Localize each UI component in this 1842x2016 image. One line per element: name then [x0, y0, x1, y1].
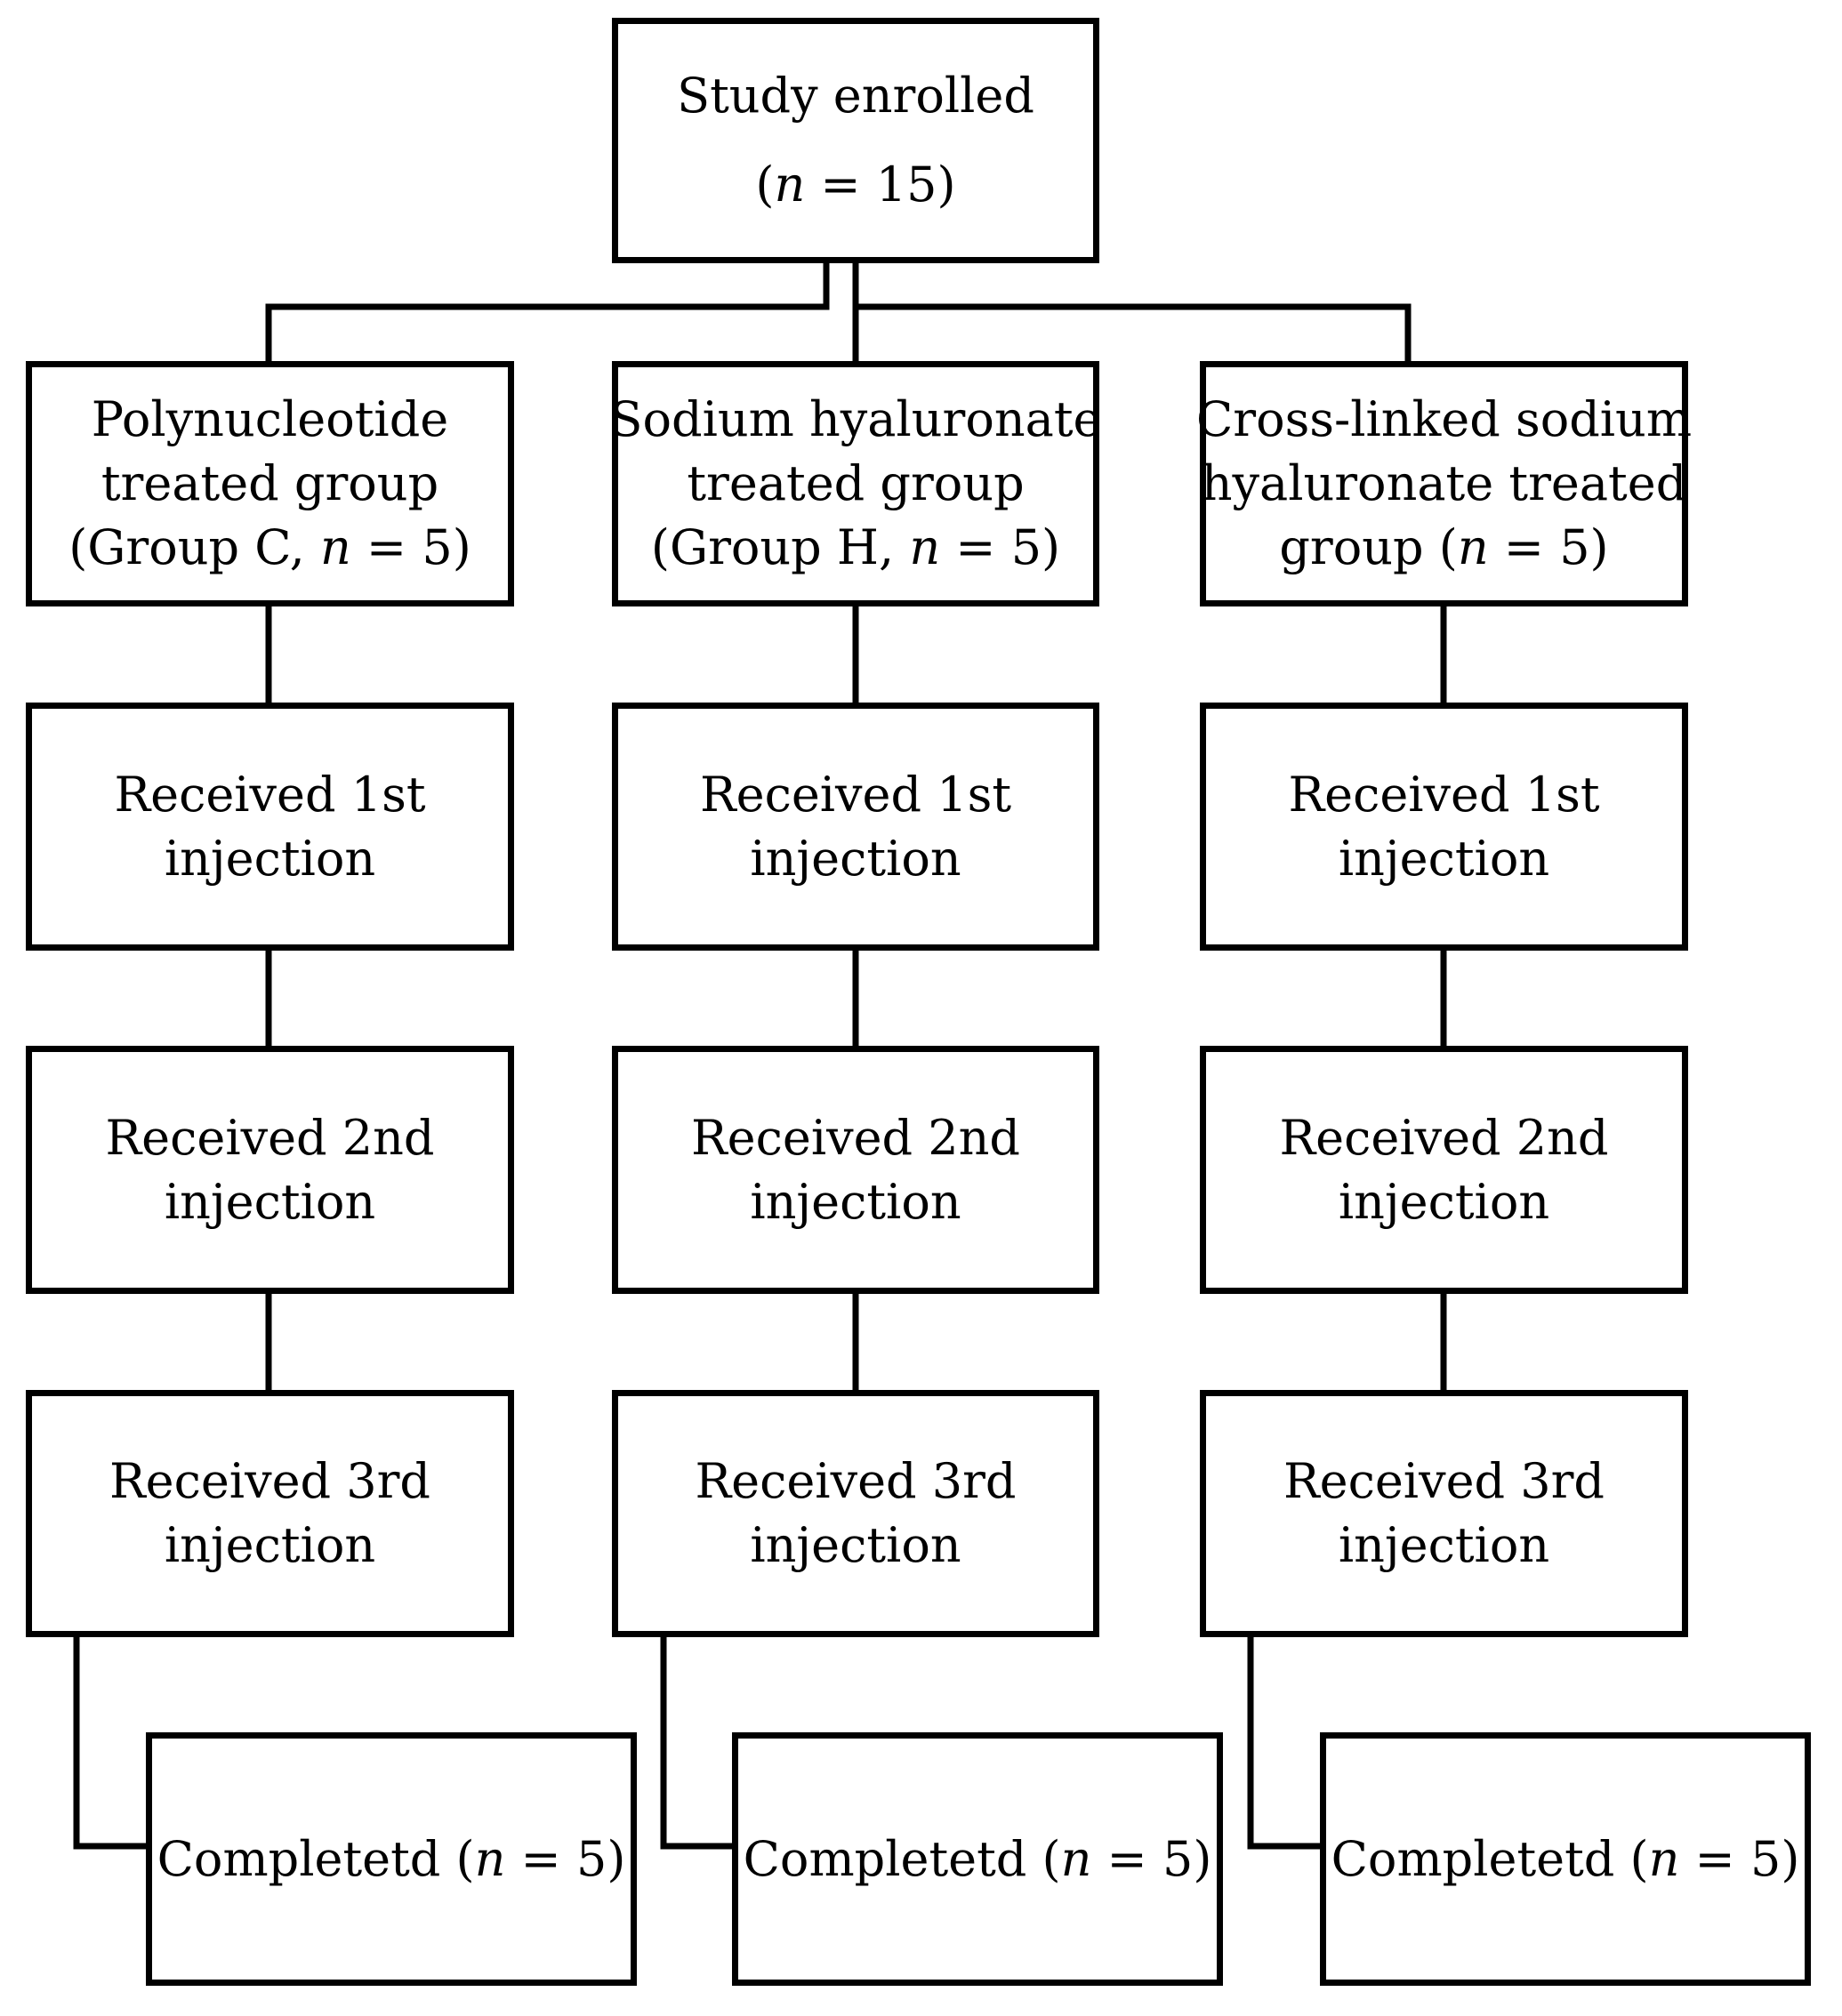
group-c-completed-box: Completetd (n = 5): [146, 1732, 637, 1986]
group-h-step-2-box: Received 2nd injection: [612, 1046, 1099, 1294]
group-x-line-2: hyaluronate treated: [1201, 455, 1687, 511]
group-x-step-3-line-1: Received 3rd: [1283, 1453, 1605, 1509]
group-x-step-2-line-1: Received 2nd: [1279, 1109, 1609, 1166]
group-c-step-2-line-1: Received 2nd: [105, 1109, 435, 1166]
group-x-text: Cross-linked sodium hyaluronate treated …: [1196, 388, 1692, 580]
group-c-step-2-text: Received 2nd injection: [106, 1106, 435, 1234]
group-h-step-3-box: Received 3rd injection: [612, 1390, 1099, 1637]
study-enrolled-label: Study enrolled: [677, 68, 1034, 124]
group-c-step-1-line-1: Received 1st: [114, 766, 426, 823]
group-c-line-3: (Group C, n = 5): [68, 519, 471, 575]
group-x-step-3-line-2: injection: [1338, 1517, 1550, 1573]
group-h-completed-box: Completetd (n = 5): [732, 1732, 1223, 1986]
group-c-step-2-line-2: injection: [164, 1173, 376, 1230]
group-h-line-2: treated group: [687, 455, 1025, 511]
group-c-step-1-text: Received 1st injection: [114, 763, 425, 891]
group-x-step-1-line-2: injection: [1338, 830, 1550, 887]
study-enrolled-text: Study enrolled (n = 15): [677, 52, 1034, 229]
group-c-step-3-text: Received 3rd injection: [109, 1450, 430, 1578]
group-x-step-1-line-1: Received 1st: [1288, 766, 1600, 823]
group-h-step-2-text: Received 2nd injection: [691, 1106, 1020, 1234]
group-c-text: Polynucleotide treated group (Group C, n…: [68, 388, 471, 580]
group-h-step-2-line-2: injection: [750, 1173, 961, 1230]
group-h-step-3-line-1: Received 3rd: [695, 1453, 1017, 1509]
connector-root-to-group-x: [856, 303, 1412, 361]
group-c-step-3-line-1: Received 3rd: [109, 1453, 431, 1509]
group-h-step-2-line-1: Received 2nd: [691, 1109, 1020, 1166]
connector-h-step3-to-completed: [660, 1637, 735, 1850]
group-h-step-3-text: Received 3rd injection: [695, 1450, 1016, 1578]
group-c-step-2-box: Received 2nd injection: [26, 1046, 514, 1294]
connector-x-step3-to-completed: [1247, 1637, 1323, 1850]
group-h-step-1-line-2: injection: [750, 830, 961, 887]
group-h-step-1-text: Received 1st injection: [700, 763, 1011, 891]
group-h-text: Sodium hyaluronate treated group (Group …: [610, 388, 1102, 580]
group-c-step-3-line-2: injection: [164, 1517, 376, 1573]
group-h-line-1: Sodium hyaluronate: [609, 391, 1102, 447]
group-h-step-1-line-1: Received 1st: [699, 766, 1012, 823]
group-x-line-3: group (n = 5): [1279, 519, 1609, 575]
group-x-step-2-box: Received 2nd injection: [1200, 1046, 1688, 1294]
study-enrolled-box: Study enrolled (n = 15): [612, 18, 1099, 263]
group-h-step-3-line-2: injection: [750, 1517, 961, 1573]
connector-c-step3-to-completed: [73, 1637, 149, 1850]
group-c-step-1-box: Received 1st injection: [26, 703, 514, 951]
group-h-line-3: (Group H, n = 5): [650, 519, 1061, 575]
group-h-step-1-box: Received 1st injection: [612, 703, 1099, 951]
group-c-step-1-line-2: injection: [164, 830, 376, 887]
group-h-box: Sodium hyaluronate treated group (Group …: [610, 361, 1102, 606]
group-c-step-3-box: Received 3rd injection: [26, 1390, 514, 1637]
study-enrolled-count: (n = 15): [755, 157, 956, 213]
group-c-box: Polynucleotide treated group (Group C, n…: [26, 361, 514, 606]
group-c-line-1: Polynucleotide: [91, 391, 449, 447]
group-x-step-1-text: Received 1st injection: [1288, 763, 1599, 891]
group-x-step-3-text: Received 3rd injection: [1283, 1450, 1605, 1578]
group-x-completed-box: Completetd (n = 5): [1320, 1732, 1811, 1986]
group-c-completed-text: Completetd (n = 5): [157, 1830, 626, 1887]
group-x-step-3-box: Received 3rd injection: [1200, 1390, 1688, 1637]
group-x-step-1-box: Received 1st injection: [1200, 703, 1688, 951]
group-x-step-2-text: Received 2nd injection: [1280, 1106, 1609, 1234]
group-x-box: Cross-linked sodium hyaluronate treated …: [1196, 361, 1692, 606]
connector-root-to-group-c: [265, 261, 830, 361]
group-x-line-1: Cross-linked sodium: [1195, 391, 1693, 447]
group-x-completed-text: Completetd (n = 5): [1331, 1830, 1800, 1887]
group-x-step-2-line-2: injection: [1338, 1173, 1550, 1230]
group-h-completed-text: Completetd (n = 5): [743, 1830, 1212, 1887]
group-c-line-2: treated group: [101, 455, 439, 511]
